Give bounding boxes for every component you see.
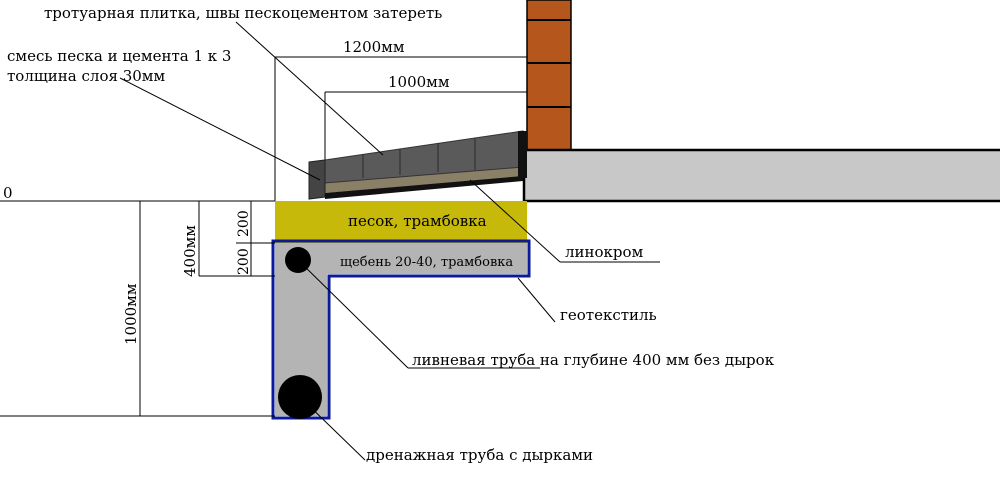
label-linocrom: линокром (565, 243, 644, 261)
leader-lines (119, 21, 660, 461)
label-dim-1000-vertical: 1000мм (122, 283, 140, 345)
label-zero-level: 0 (3, 184, 13, 202)
label-dim-1000: 1000мм (388, 73, 450, 91)
label-mix-line2: толщина слоя 30мм (7, 67, 165, 85)
label-storm-pipe: ливневая труба на глубине 400 мм без дыр… (412, 351, 775, 369)
sand-layer (275, 201, 527, 243)
label-dim-200-top: 200 (236, 210, 252, 237)
label-dim-200-bottom: 200 (236, 248, 252, 275)
label-dim-1200: 1200мм (343, 38, 405, 56)
tile-joints (362, 138, 476, 178)
label-tile: тротуарная плитка, швы пескоцементом зат… (44, 4, 442, 22)
label-drain-pipe: дренажная труба с дырками (366, 446, 593, 464)
dimension-lines (274, 56, 527, 201)
mortar-layer (325, 167, 523, 193)
depth-dimensions (0, 201, 275, 417)
edge-curb (308, 159, 326, 200)
label-mix-line1: смесь песка и цемента 1 к 3 (7, 47, 231, 65)
brick-wall (526, 0, 572, 151)
label-gravel: щебень 20-40, трамбовка (340, 255, 513, 270)
label-dim-400: 400мм (181, 225, 199, 277)
linocrom-vertical (518, 131, 527, 178)
label-sand: песок, трамбовка (348, 212, 487, 230)
linocrom-layer (325, 176, 523, 199)
geotextile-outline (271, 239, 531, 420)
foundation-slab (522, 148, 1000, 203)
label-geotextile: геотекстиль (560, 306, 657, 324)
